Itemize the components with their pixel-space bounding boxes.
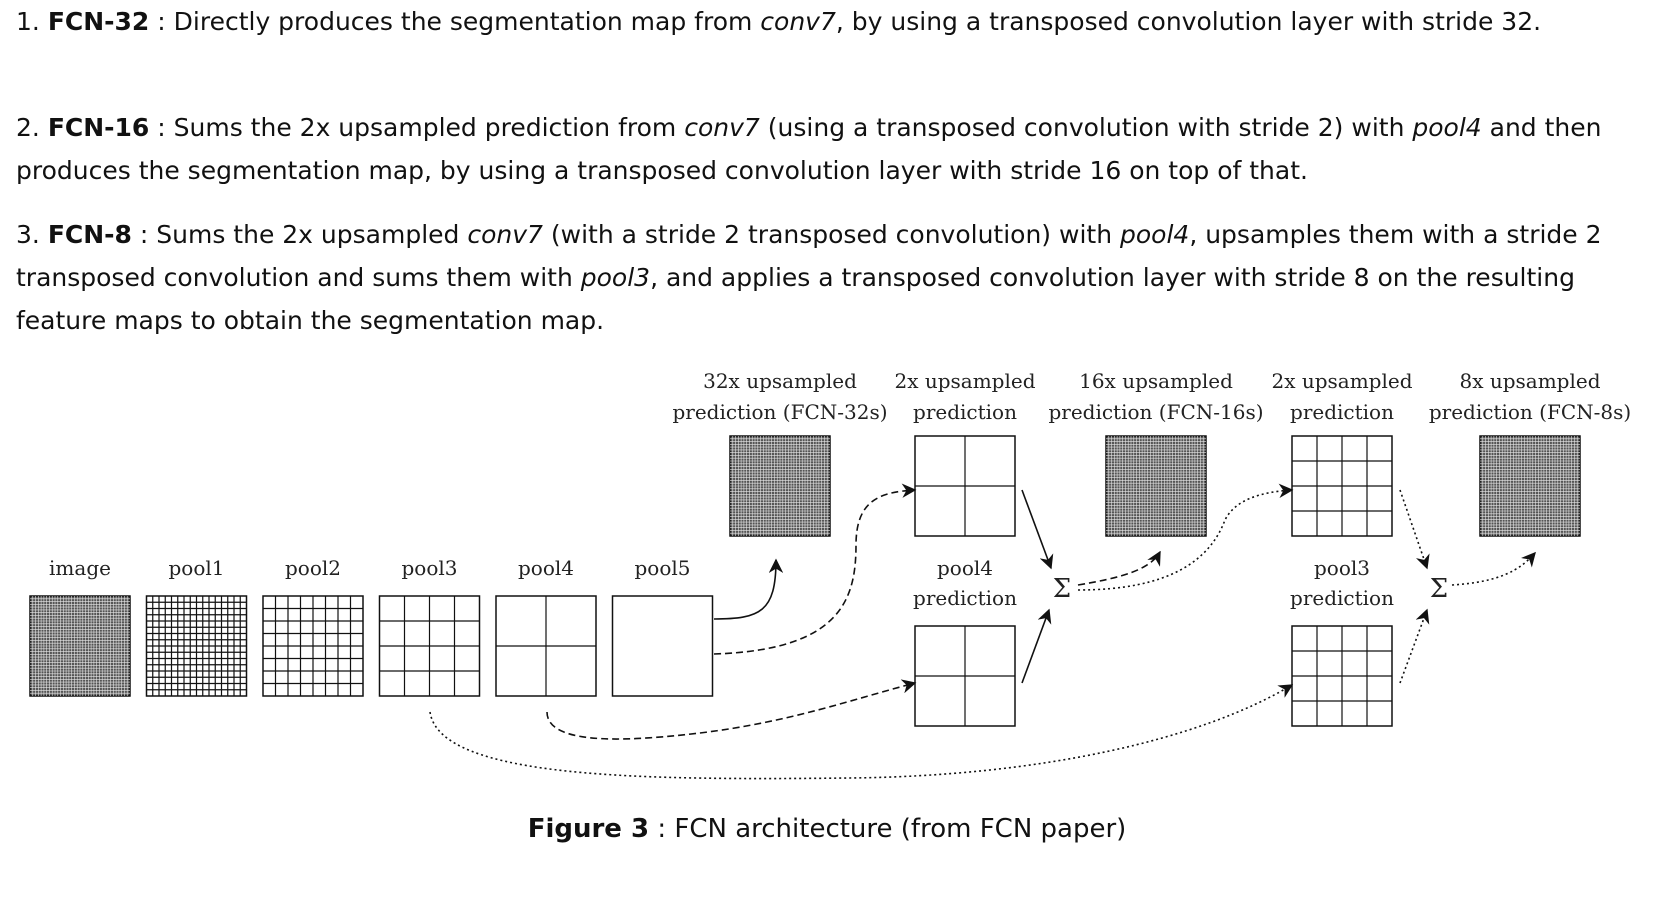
item-number: 3.: [16, 220, 48, 249]
arrow-2x-second-to-sum2: [1399, 489, 1430, 570]
list-item-fcn8: 3. FCN-8 : Sums the 2x upsampled conv7 (…: [16, 213, 1626, 342]
prediction-title-1: 32x upsampled: [703, 369, 857, 393]
item-text: : Sums the 2x upsampled prediction from: [149, 113, 685, 142]
item-text: (using a transposed convolution with str…: [759, 113, 1413, 142]
layer-name: conv7: [760, 7, 836, 36]
item-number: 2.: [16, 113, 48, 142]
arrow-pool5-to-2x: [713, 483, 917, 655]
list-item-fcn32: 1. FCN-32 : Directly produces the segmen…: [16, 0, 1626, 43]
item-text: (with a stride 2 transposed convolution)…: [542, 220, 1120, 249]
layer-label-pool2: pool2: [285, 556, 341, 580]
prediction-grid-3: [1105, 435, 1207, 537]
arrow-pool3pred-to-sum2: [1399, 608, 1430, 684]
prediction-title-3: 16x upsampled: [1079, 369, 1233, 393]
pool-prediction-grid-1: [914, 625, 1016, 727]
item-number: 1.: [16, 7, 48, 36]
arrow-pool4-to-pred: [546, 679, 917, 740]
prediction-subtitle-3: prediction (FCN-16s): [1048, 400, 1263, 424]
prediction-grid-1: [729, 435, 831, 537]
prediction-title-5: 8x upsampled: [1459, 369, 1600, 393]
prediction-grid-5: [1479, 435, 1581, 537]
layer-grid-pool4: [495, 595, 597, 697]
figure-caption-text: : FCN architecture (from FCN paper): [649, 814, 1127, 844]
pool-prediction-subtitle-2: prediction: [1290, 586, 1394, 610]
prediction-subtitle-4: prediction: [1290, 400, 1394, 424]
prediction-subtitle-1: prediction (FCN-32s): [672, 400, 887, 424]
layer-label-pool3: pool3: [401, 556, 457, 580]
pool-prediction-title-2: pool3: [1314, 556, 1370, 580]
item-text: : Sums the 2x upsampled: [131, 220, 468, 249]
layer-name: pool3: [580, 263, 651, 292]
layer-label-pool4: pool4: [518, 556, 574, 580]
layer-name: conv7: [684, 113, 760, 142]
layer-label-pool5: pool5: [634, 556, 690, 580]
layer-name: pool4: [1412, 113, 1482, 142]
prediction-grid-2: [914, 435, 1016, 537]
item-text: , by using a transposed convolution laye…: [835, 7, 1542, 36]
figure-label: Figure 3: [527, 814, 650, 844]
layer-label-pool1: pool1: [168, 556, 224, 580]
item-text: and then produces the segmentation map, …: [16, 113, 1602, 185]
arrow-pool4pred-to-sum1: [1021, 608, 1052, 684]
item-name: FCN-32: [47, 7, 150, 36]
item-text: : Directly produces the segmentation map…: [149, 7, 761, 36]
pool-prediction-subtitle-1: prediction: [913, 586, 1017, 610]
item-text: , and applies a transposed convolution l…: [16, 263, 1575, 335]
layer-label-image: image: [49, 556, 111, 580]
prediction-grid-4: [1291, 435, 1393, 537]
pool-prediction-grid-2: [1291, 625, 1393, 727]
layer-name: pool4: [1120, 220, 1190, 249]
layer-grid-pool5: [611, 595, 714, 697]
prediction-title-4: 2x upsampled: [1271, 369, 1412, 393]
layer-grid-pool2: [262, 595, 364, 697]
arrow-sum2-to-8x: [1451, 551, 1536, 586]
figure-caption: Figure 3 : FCN architecture (from FCN pa…: [0, 812, 1654, 846]
layer-grid-pool3: [378, 595, 481, 697]
item-name: FCN-16: [47, 113, 150, 142]
layer-grid-image: [29, 595, 131, 697]
arrow-pool5-to-32x: [713, 558, 784, 620]
list-item-fcn16: 2. FCN-16 : Sums the 2x upsampled predic…: [16, 106, 1626, 192]
arrow-sum1-to-16x: [1077, 550, 1161, 586]
sum-symbol-1: Σ: [1053, 574, 1071, 604]
prediction-subtitle-2: prediction: [913, 400, 1017, 424]
prediction-subtitle-5: prediction (FCN-8s): [1429, 400, 1631, 424]
arrow-sum1-to-2x-second: [1077, 483, 1294, 591]
item-text: , upsamples them with a stride 2 transpo…: [16, 220, 1602, 292]
item-name: FCN-8: [47, 220, 132, 249]
arrow-pool3-to-pred: [429, 684, 1294, 780]
arrow-2x-to-sum1: [1021, 489, 1054, 570]
layer-name: conv7: [467, 220, 543, 249]
pool-prediction-title-1: pool4: [937, 556, 993, 580]
sum-symbol-2: Σ: [1430, 574, 1448, 604]
layer-grid-pool1: [145, 595, 248, 697]
prediction-title-2: 2x upsampled: [894, 369, 1035, 393]
